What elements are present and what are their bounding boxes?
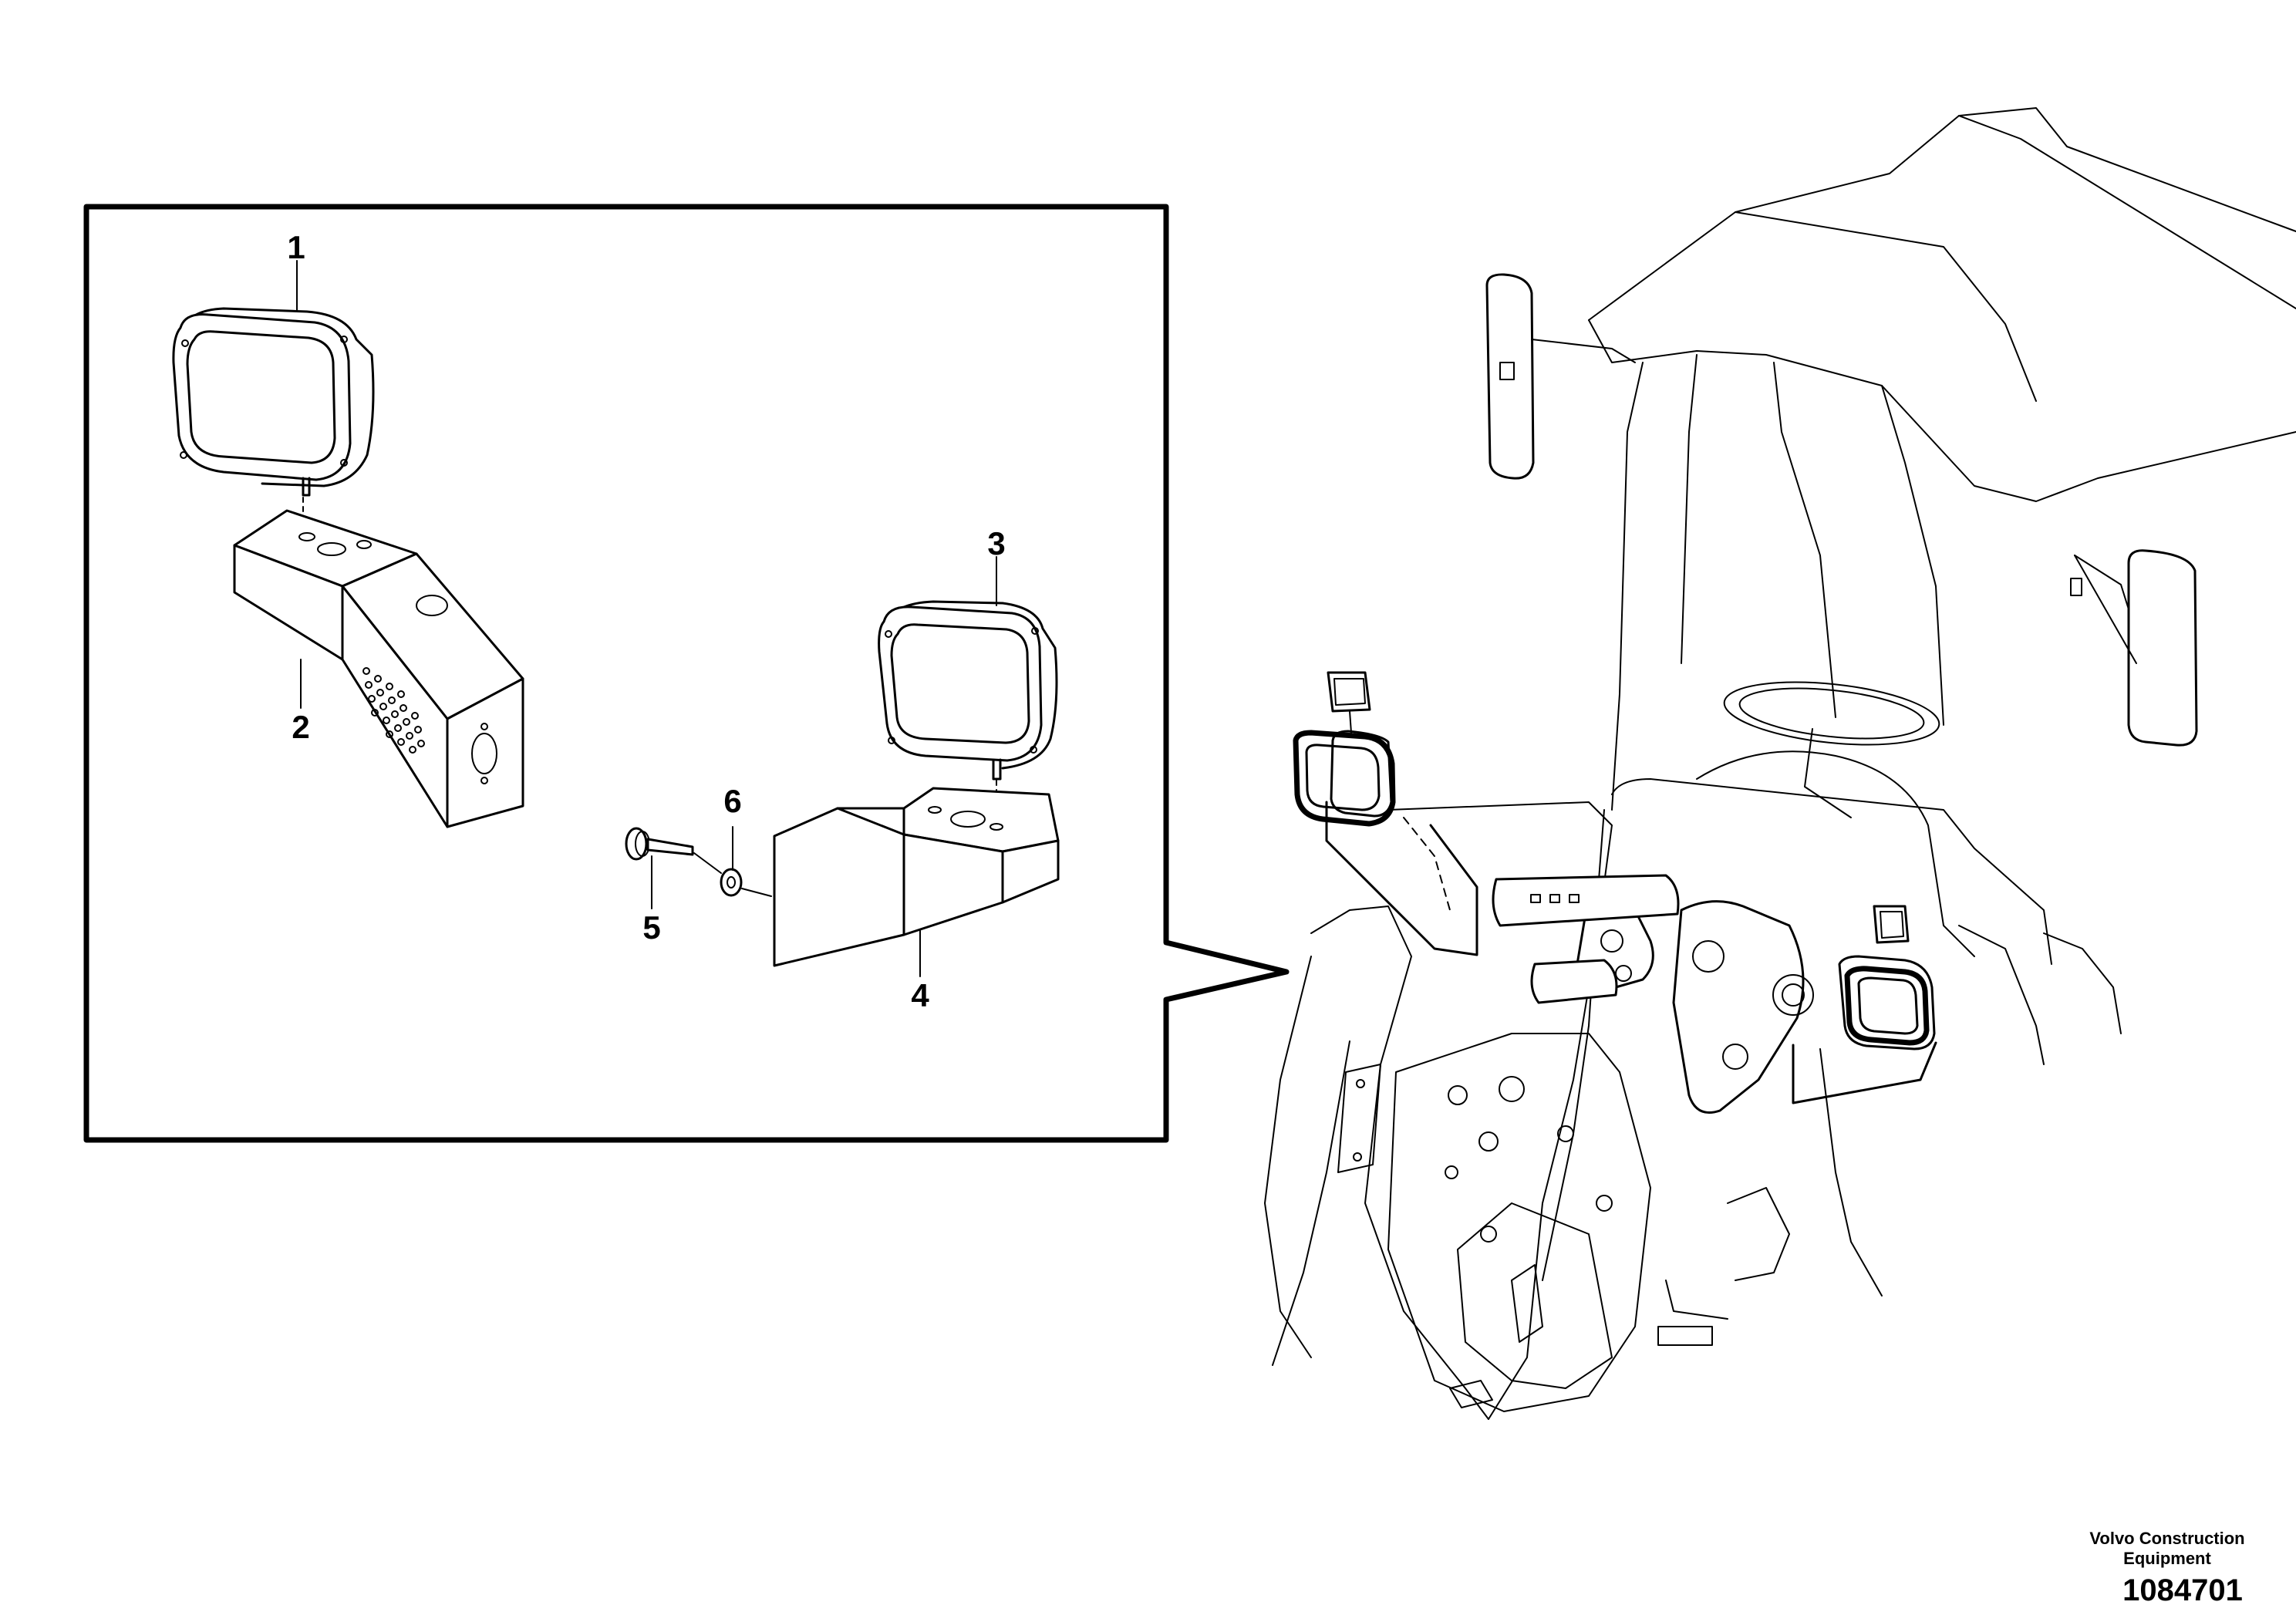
callout-6[interactable]: 6 [723,783,742,819]
lamp-bracket-4 [773,787,1060,967]
brand-name: Volvo Construction Equipment [2067,1529,2267,1569]
brand-line-1: Volvo Construction [2089,1529,2245,1548]
work-lamp-3 [878,600,1058,781]
callout-3[interactable]: 3 [987,525,1006,561]
washer-6 [720,868,743,897]
lamp-bracket-2 [233,509,524,828]
brand-line-2: Equipment [2123,1549,2211,1568]
screw-5 [625,827,694,861]
callout-5[interactable]: 5 [642,909,661,946]
wheel-loader-overview [1264,107,2296,1420]
callout-2[interactable]: 2 [292,709,310,745]
detail-inset-frame [83,204,1290,1143]
callout-4[interactable]: 4 [911,977,929,1013]
work-lamp-1 [172,307,375,497]
vent-hole-pattern [362,667,425,754]
callout-1[interactable]: 1 [287,229,305,265]
drawing-number: 1084701 [2122,1573,2243,1607]
